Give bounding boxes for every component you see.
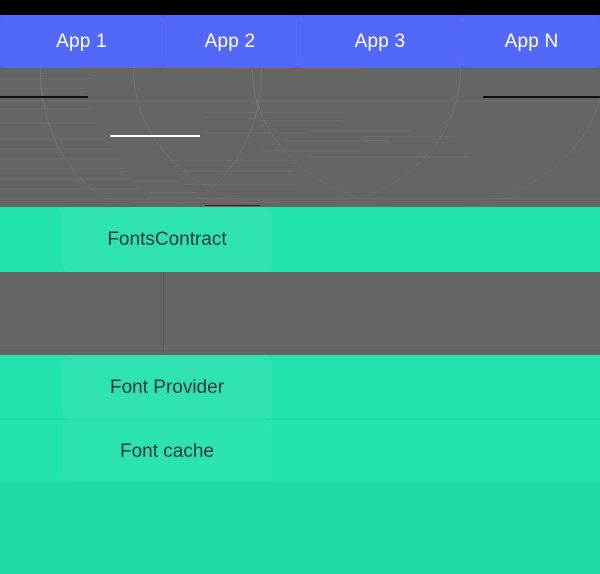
scanline xyxy=(0,168,126,169)
scanline xyxy=(310,130,410,131)
seam-vertical xyxy=(163,272,164,355)
node-font-provider[interactable]: Font Provider xyxy=(62,355,272,420)
seam-horizontal xyxy=(0,419,600,420)
app-card-app-3[interactable]: App 3 xyxy=(297,16,463,67)
scanline xyxy=(185,184,297,185)
scanline xyxy=(0,188,138,189)
band-fontscontract: FontsContract xyxy=(0,207,600,272)
app-bar: App 1 App 2 App 3 App N xyxy=(0,15,600,68)
scanline xyxy=(136,181,180,182)
app-card-app-n[interactable]: App N xyxy=(463,16,600,67)
seam-olive xyxy=(80,68,232,69)
app-card-label: App 1 xyxy=(56,31,107,52)
app-card-label: App 3 xyxy=(354,31,406,52)
scanline xyxy=(365,136,457,137)
scanline xyxy=(0,138,104,139)
node-label: FontsContract xyxy=(107,229,227,250)
scanline xyxy=(262,150,360,151)
scanline xyxy=(0,198,600,199)
seam-orange xyxy=(232,68,362,69)
scanline xyxy=(0,158,120,159)
top-black-strip xyxy=(0,0,600,15)
scanline xyxy=(0,108,90,109)
app-card-label: App 2 xyxy=(204,31,256,52)
scanline xyxy=(150,192,196,193)
scanline xyxy=(0,101,600,102)
scanline xyxy=(170,160,295,161)
app-card-label: App N xyxy=(504,31,559,52)
app-card-app-2[interactable]: App 2 xyxy=(163,16,297,67)
scanline xyxy=(0,123,96,124)
scanline-dark-right xyxy=(483,96,600,98)
scanline xyxy=(0,78,92,79)
band-gray-separator xyxy=(0,272,600,355)
scanline xyxy=(175,171,293,172)
band-font-cache: Font cache xyxy=(0,420,600,482)
scanline xyxy=(310,156,470,157)
band-font-provider: Font Provider xyxy=(0,355,600,420)
node-label: Font Provider xyxy=(109,377,225,398)
scanline-dark-left xyxy=(0,96,88,98)
scanline xyxy=(258,120,340,121)
node-font-cache[interactable]: Font cache xyxy=(62,421,272,481)
seam-horizontal xyxy=(0,350,600,351)
scanline xyxy=(285,140,390,141)
band-bottom-fill xyxy=(0,482,600,574)
gray-artifact-region xyxy=(0,68,600,207)
scanline xyxy=(130,202,280,203)
scanline xyxy=(0,88,86,89)
app-card-app-1[interactable]: App 1 xyxy=(0,16,163,67)
node-fontscontract[interactable]: FontsContract xyxy=(62,207,272,272)
seam-maroon xyxy=(205,205,260,206)
node-label: Font cache xyxy=(120,440,214,462)
scanline xyxy=(0,178,132,179)
scanline xyxy=(205,132,305,133)
scanline xyxy=(0,148,112,149)
scanline-white xyxy=(110,135,200,137)
scanline xyxy=(205,112,345,113)
